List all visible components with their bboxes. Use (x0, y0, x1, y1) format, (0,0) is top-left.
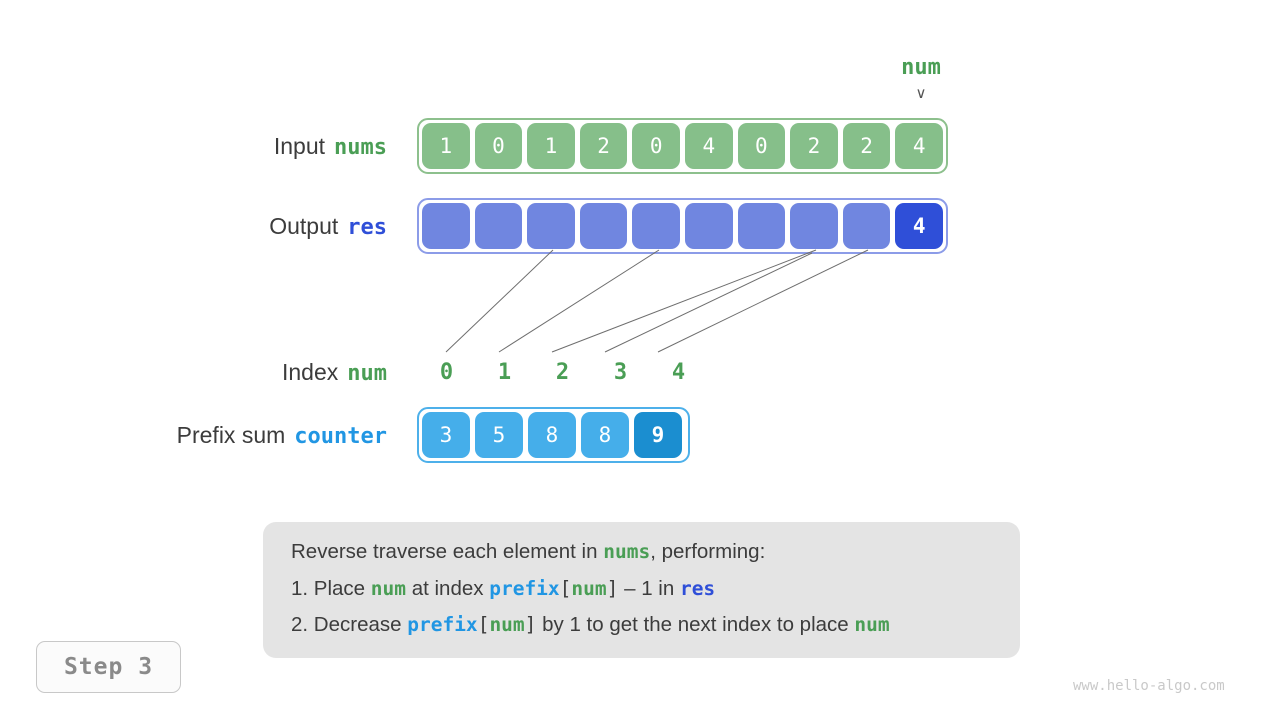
input-cell-5: 4 (684, 123, 733, 169)
caption-l1-nums: nums (603, 540, 651, 563)
input-cell-3: 2 (579, 123, 628, 169)
connector-line-0 (445, 249, 554, 353)
output-array: 4 (417, 198, 948, 254)
prefix-row-label: Prefix sum counter (90, 424, 387, 448)
caption-line-3: 2. Decrease prefix[num] by 1 to get the … (291, 613, 992, 636)
connector-line-3 (604, 252, 813, 353)
prefix-cell-3: 8 (581, 412, 629, 458)
caption-l2-res: res (679, 576, 716, 600)
output-cell-8 (842, 203, 891, 249)
prefix-cell-4: 9 (634, 412, 682, 458)
pointer-num: num ∨ (895, 57, 947, 101)
input-cell-7: 2 (790, 123, 838, 169)
output-cell-4 (632, 203, 680, 249)
prefix-cell-1: 5 (475, 412, 523, 458)
connector-line-4 (657, 249, 869, 353)
output-cell-9: 4 (895, 203, 943, 249)
caption-l3-bracket-close: ] (524, 613, 537, 636)
index-label-0: 0 (439, 360, 454, 385)
caption-l2-text-a: 1. Place (291, 576, 371, 600)
caption-l3-prefix: prefix (407, 613, 478, 636)
prefix-var-name: counter (294, 424, 387, 449)
caption-l2-prefix: prefix (489, 576, 560, 600)
caption-l3-text-a: 2. Decrease (291, 613, 408, 636)
prefix-label-text: Prefix sum (176, 422, 286, 448)
index-label-4: 4 (671, 360, 686, 385)
index-label-text: Index (281, 359, 339, 385)
output-var-name: res (347, 215, 387, 240)
pointer-arrow-icon: ∨ (915, 84, 927, 102)
prefix-cell-0: 3 (422, 412, 470, 458)
output-row-label: Output res (100, 215, 387, 239)
input-cell-4: 0 (632, 123, 680, 169)
input-var-name: nums (334, 135, 387, 160)
index-label-3: 3 (613, 360, 628, 385)
caption-l2-bracket-open: [ (559, 576, 572, 600)
caption-l2-num2: num (571, 576, 607, 600)
input-cell-2: 1 (527, 123, 575, 169)
index-label-2: 2 (555, 360, 570, 385)
index-label-1: 1 (497, 360, 512, 385)
caption-l3-num: num (489, 613, 525, 636)
caption-l3-bracket-open: [ (477, 613, 490, 636)
output-cell-6 (737, 203, 786, 249)
watermark: www.hello-algo.com (1073, 678, 1225, 694)
connector-line-2 (551, 249, 817, 353)
input-cell-8: 2 (842, 123, 891, 169)
output-cell-2 (527, 203, 575, 249)
caption-line-1: Reverse traverse each element in nums, p… (291, 540, 992, 563)
index-row-label: Index num (100, 361, 387, 385)
input-row-label: Input nums (100, 135, 387, 159)
prefix-cell-2: 8 (528, 412, 576, 458)
input-cell-0: 1 (422, 123, 470, 169)
index-values: 0 1 2 3 4 (420, 360, 705, 385)
caption-l2-text-c: at index (406, 576, 490, 600)
output-cell-1 (474, 203, 523, 249)
caption-line-2: 1. Place num at index prefix[num] – 1 in… (291, 576, 992, 600)
connector-line-1 (498, 249, 660, 353)
caption-l3-text-f: by 1 to get the next index to place (536, 613, 855, 636)
input-cell-9: 4 (895, 123, 943, 169)
caption-l2-text-h: – 1 in (618, 576, 680, 600)
step-badge: Step 3 (36, 641, 181, 693)
caption-l1-text-a: Reverse traverse each element in (291, 540, 604, 563)
output-cell-3 (579, 203, 628, 249)
input-label-text: Input (273, 133, 326, 159)
input-cell-1: 0 (474, 123, 523, 169)
caption-l3-num2: num (854, 613, 890, 636)
output-cell-5 (684, 203, 733, 249)
output-cell-7 (790, 203, 838, 249)
pointer-label: num (901, 55, 941, 80)
output-label-text: Output (269, 213, 339, 239)
caption-l2-bracket-close: ] (606, 576, 619, 600)
output-cell-0 (422, 203, 470, 249)
input-cell-6: 0 (737, 123, 786, 169)
caption-box: Reverse traverse each element in nums, p… (263, 522, 1020, 658)
caption-l2-num: num (370, 576, 407, 600)
index-var-name: num (347, 361, 387, 386)
caption-l1-text-c: , performing: (650, 540, 766, 563)
